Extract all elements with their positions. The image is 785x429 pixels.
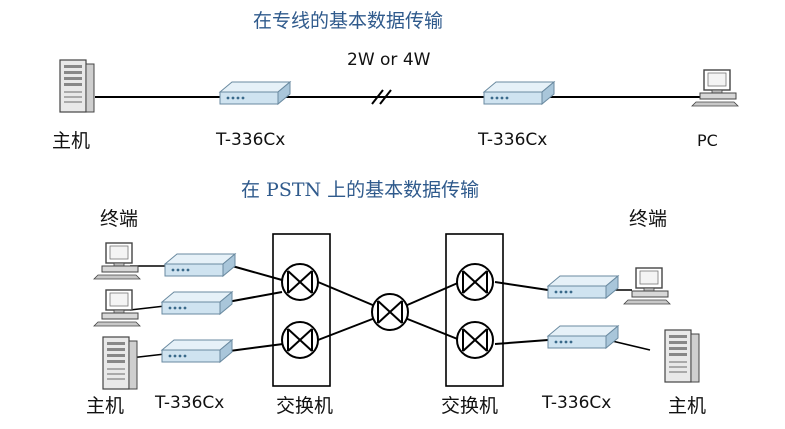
terminal-label-left: 终端: [100, 208, 139, 230]
switch-frame-left: [272, 233, 331, 387]
modem-icon: [547, 275, 619, 299]
connection-line: [317, 317, 376, 341]
server-icon: [664, 329, 700, 383]
switch-icon: [281, 321, 319, 359]
host-label-top: 主机: [52, 130, 91, 152]
modem-label-top-right: T-336Cx: [478, 130, 548, 150]
connection-line: [317, 281, 376, 307]
pc-icon: [93, 289, 141, 327]
modem-label-bottom-left: T-336Cx: [155, 393, 225, 413]
modem-icon: [164, 253, 236, 277]
connection-line: [607, 339, 651, 351]
switch-icon: [456, 263, 494, 301]
pc-icon: [93, 242, 141, 280]
line-type-label: 2W or 4W: [347, 50, 431, 70]
modem-icon: [161, 291, 233, 315]
connection-line: [494, 281, 549, 291]
pc-label-top: PC: [697, 131, 718, 150]
modem-icon: [219, 81, 291, 105]
pstn-title: 在 PSTN 上的基本数据传输: [241, 179, 480, 201]
modem-label-bottom-right: T-336Cx: [542, 393, 612, 413]
switch-icon: [281, 263, 319, 301]
modem-icon: [547, 325, 619, 349]
connection-line: [404, 281, 461, 307]
line-break-mark: [379, 89, 392, 105]
server-icon: [102, 336, 138, 390]
switch-icon: [371, 293, 409, 331]
modem-label-top-left: T-336Cx: [216, 130, 286, 150]
switch-icon: [456, 321, 494, 359]
switch-frame-right: [445, 233, 504, 387]
leased-line-title: 在专线的基本数据传输: [253, 10, 444, 32]
line-break-mark: [371, 89, 384, 105]
modem-icon: [483, 81, 555, 105]
host-label-bottom-left: 主机: [86, 395, 125, 417]
connection-line: [494, 339, 549, 345]
pc-icon: [691, 69, 739, 107]
host-label-bottom-right: 主机: [668, 395, 707, 417]
switch-label-left: 交换机: [276, 395, 334, 417]
modem-icon: [161, 339, 233, 363]
connection-line: [129, 305, 166, 311]
pc-icon: [623, 267, 671, 305]
terminal-label-right: 终端: [629, 208, 668, 230]
switch-label-right: 交换机: [441, 395, 499, 417]
connection-line: [404, 317, 461, 341]
server-icon: [59, 59, 95, 113]
